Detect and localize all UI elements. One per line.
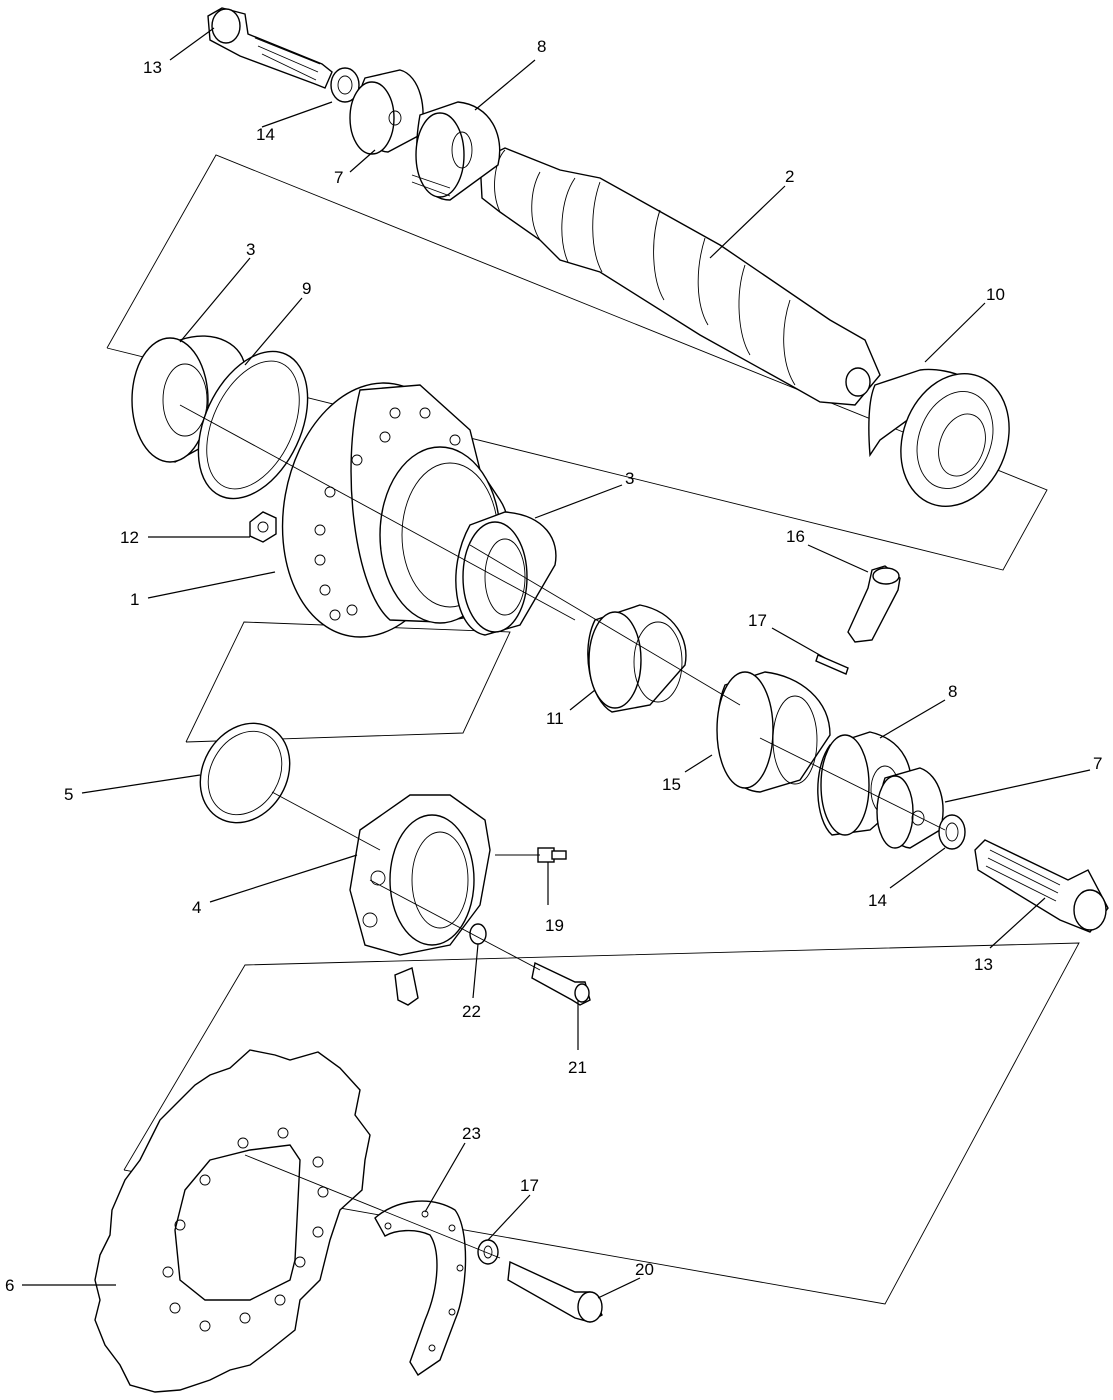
callout-6: 6: [5, 1276, 14, 1295]
callout-7-right: 7: [1093, 754, 1102, 773]
nut-12: [249, 511, 277, 543]
bearing-upper-left: [131, 335, 309, 500]
callout-20: 20: [635, 1260, 654, 1279]
callout-10: 10: [986, 285, 1005, 304]
callout-16: 16: [786, 527, 805, 546]
seal-flange-10: [868, 368, 1010, 508]
ring-11: [587, 604, 687, 713]
callout-8-right: 8: [948, 682, 957, 701]
middle-assembly-frame: [185, 621, 511, 743]
callout-labels: 13 14 7 8 2 10 3 9 3 12 1 16 17 11 8 15 …: [5, 37, 1102, 1295]
bolt-13-right: [974, 839, 1109, 933]
callout-15: 15: [662, 775, 681, 794]
lower-assembly-frame: [123, 942, 1080, 1305]
callout-3-right: 3: [625, 469, 634, 488]
upper-assembly-frame: [106, 154, 1048, 571]
callout-11: 11: [546, 709, 564, 728]
callout-21: 21: [568, 1058, 587, 1077]
bolt-20: [507, 1260, 603, 1323]
sleeve-15: [716, 671, 831, 793]
callout-4: 4: [192, 898, 201, 917]
spacer-7-right: [876, 767, 944, 849]
bolt-21: [531, 961, 591, 1006]
callout-22: 22: [462, 1002, 481, 1021]
adapter-4: [349, 794, 491, 956]
callout-23: 23: [462, 1124, 481, 1143]
washer-14-right: [938, 814, 966, 850]
retainer-plate-23: [374, 1200, 467, 1376]
callout-7-top: 7: [334, 168, 343, 187]
main-shaft: [479, 147, 881, 406]
grease-fitting-19: [537, 847, 567, 863]
top-fastener-group: [207, 7, 501, 201]
bolt-16: [847, 565, 901, 643]
callout-1: 1: [130, 590, 139, 609]
washer-14-top: [330, 67, 360, 103]
callout-14-top: 14: [256, 125, 275, 144]
callout-13-right: 13: [974, 955, 993, 974]
leader-lines: [22, 27, 1091, 1299]
assembly-frames: [106, 154, 1080, 1305]
callout-17-mid: 17: [748, 611, 767, 630]
callout-2: 2: [785, 167, 794, 186]
bearing-hub-right: [455, 511, 557, 636]
callout-9: 9: [302, 279, 311, 298]
ring-5: [199, 722, 291, 824]
pin-17: [815, 654, 849, 675]
callout-3-left: 3: [246, 240, 255, 259]
callout-17-bottom: 17: [520, 1176, 539, 1195]
washer-17-bottom: [477, 1239, 499, 1265]
callout-13-top: 13: [143, 58, 162, 77]
sprocket-6: [94, 1049, 371, 1393]
callout-14-right: 14: [868, 891, 887, 910]
callout-8-top: 8: [537, 37, 546, 56]
callout-19: 19: [545, 916, 564, 935]
axis-lines: [179, 404, 946, 1259]
callout-5: 5: [64, 785, 73, 804]
callout-12: 12: [120, 528, 139, 547]
